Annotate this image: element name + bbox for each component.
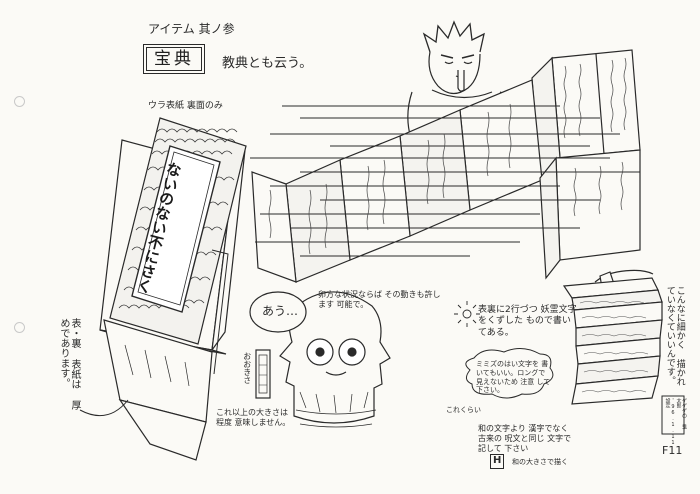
scale-label: おおきさ bbox=[242, 352, 252, 384]
bottom-note-2: 和の大きさで描く bbox=[512, 458, 568, 466]
item-header: アイテム 其ノ参 bbox=[148, 22, 235, 36]
item-caption: 教典とも云う。 bbox=[222, 56, 313, 71]
scale-reference-book bbox=[255, 349, 271, 399]
side-note: 表・裏 表紙は 厚めであります。 bbox=[58, 318, 80, 410]
punch-hole-icon bbox=[14, 96, 25, 107]
stamp-text: ゲゲゲの 鬼太郎 '96.1.11 設定 bbox=[664, 398, 688, 446]
scale-note: これ以上の大きさは 程度 意味しません。 bbox=[216, 408, 291, 427]
stamp-box-outline bbox=[661, 395, 685, 435]
page-code: F11 bbox=[662, 444, 683, 457]
sun-doodle-icon bbox=[454, 301, 480, 327]
right-vertical-note: こんなに細かく 描かれていなくていいんです。 bbox=[664, 286, 685, 386]
book-cover-illustration bbox=[79, 117, 247, 461]
ghost-character bbox=[249, 291, 391, 428]
cover-note: ウラ表紙 裏面のみ bbox=[148, 101, 223, 111]
item-name-box: 宝典 bbox=[143, 44, 205, 74]
note-cloud bbox=[465, 348, 554, 399]
hand-with-folded-book bbox=[562, 269, 663, 405]
bottom-note: 和の文字より 漢字でなく 古来の 呪文と同じ 文字で 記して 下さい bbox=[478, 424, 572, 453]
ghost-note: 卵方な状況ならば その動きも許します 可能で。 bbox=[318, 290, 441, 309]
small-note: これくらい bbox=[446, 406, 481, 414]
text-note: 表裏に2行づつ 妖霊文字をくずした もので書いてある。 bbox=[478, 305, 577, 338]
punch-hole-icon bbox=[14, 322, 25, 333]
mark-label: H bbox=[490, 454, 505, 469]
text-note-2: ミミズのはい文字を 書いてもいい。ロングで 見えないため 注意 して下さい。 bbox=[476, 360, 551, 395]
ghost-speech: あう… bbox=[262, 304, 299, 318]
folded-scroll-illustration bbox=[250, 49, 641, 283]
